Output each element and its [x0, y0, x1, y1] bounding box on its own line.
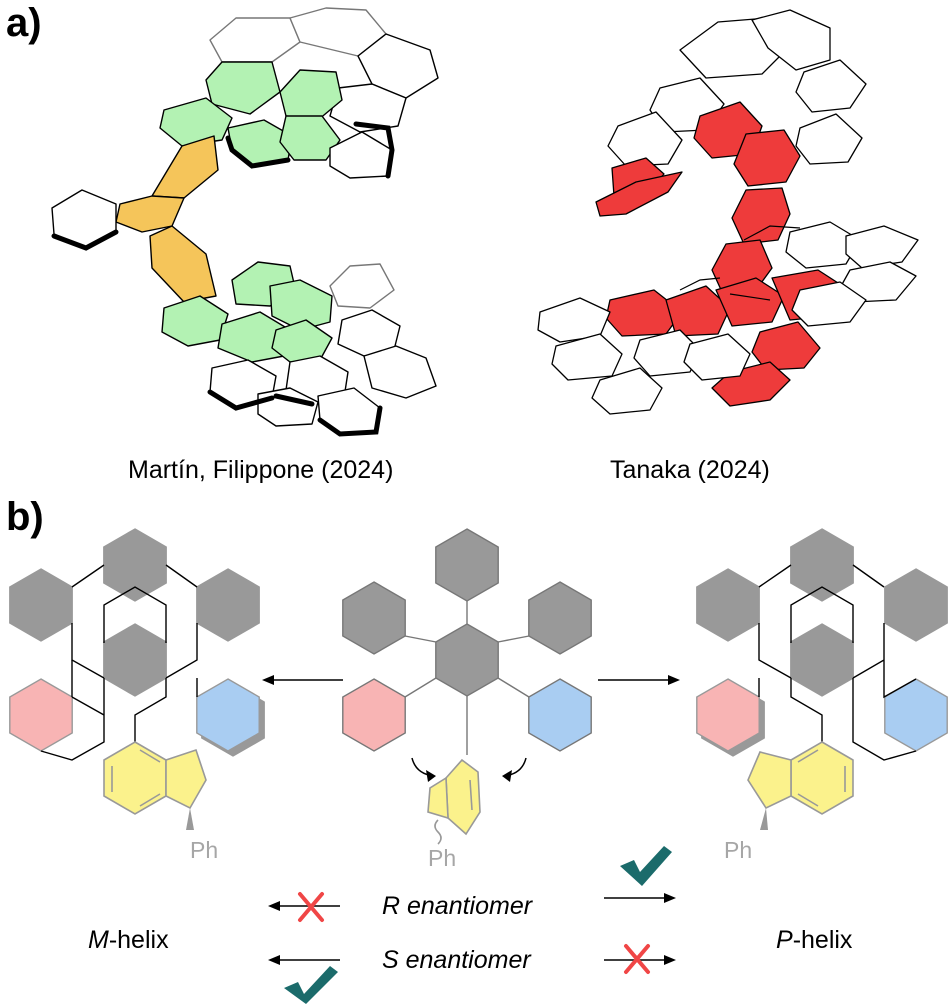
precursor-ph-label: Ph — [428, 845, 456, 871]
check-icon — [620, 846, 672, 886]
cross-icon — [298, 892, 324, 922]
s-enantiomer-label: S enantiomer — [382, 946, 532, 974]
p-helix-label: P-helix — [776, 926, 853, 954]
martin-bold-edges — [51, 121, 395, 437]
p-helix-structure — [696, 528, 948, 761]
p-helix-indane — [747, 741, 854, 830]
precursor-structure — [342, 528, 592, 755]
tanaka-structure — [537, 9, 919, 415]
m-helix-structure — [9, 528, 265, 761]
tanaka-hidden-lines — [679, 225, 801, 301]
panel-b-label: b) — [6, 495, 44, 539]
r-enantiomer-label: R enantiomer — [382, 892, 534, 920]
m-helix-ph-label: Ph — [190, 837, 218, 863]
martin-filippone-structure — [51, 7, 439, 435]
precursor-indane — [427, 758, 481, 845]
rotation-arrows — [411, 757, 527, 782]
cross-icon — [624, 944, 650, 974]
check-icon — [284, 966, 338, 1004]
caption-martin-filippone: Martín, Filippone (2024) — [128, 456, 393, 484]
m-helix-label: M-helix — [88, 926, 169, 954]
panel-a-label: a) — [6, 1, 42, 45]
m-helix-indane — [103, 741, 207, 830]
p-helix-ph-label: Ph — [724, 837, 752, 863]
reaction-arrows — [262, 675, 680, 685]
caption-tanaka: Tanaka (2024) — [610, 456, 770, 484]
